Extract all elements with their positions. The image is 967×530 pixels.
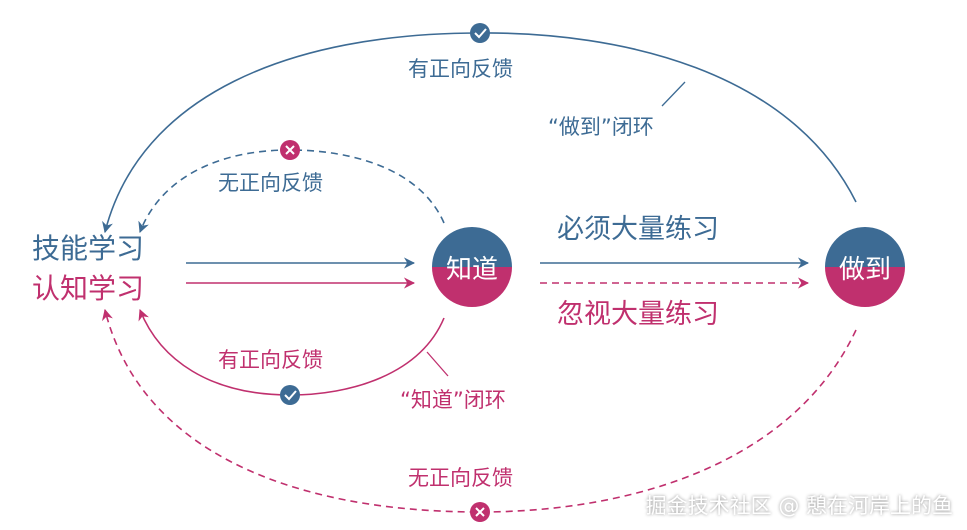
outer-top-label: 有正向反馈 [408, 57, 513, 81]
practice-label: 必须大量练习 [557, 214, 719, 245]
cross-icon [280, 140, 300, 160]
inner-top-label: 无正向反馈 [218, 171, 323, 195]
watermark: 掘金技术社区 @ 憩在河岸上的鱼 [645, 494, 953, 518]
know-node-label: 知道 [446, 255, 498, 285]
cross-icon [470, 502, 490, 522]
inner-bottom-note-pointer [426, 351, 449, 377]
know-node: 知道 [432, 227, 512, 307]
cognitive-learning-label: 认知学习 [32, 272, 144, 305]
outer-top-note: “做到”闭环 [548, 115, 654, 139]
inner-bottom-note: “知道”闭环 [400, 388, 506, 412]
outer-top-note-pointer [661, 81, 686, 107]
inner-bottom-label: 有正向反馈 [218, 348, 323, 372]
no-practice-label: 忽视大量练习 [557, 299, 719, 330]
skill-learning-label: 技能学习 [32, 232, 144, 265]
outer-bottom-loop [102, 308, 857, 513]
inner-top-loop [138, 149, 445, 234]
do-node: 做到 [825, 227, 905, 307]
check-icon [470, 23, 490, 43]
check-icon [280, 385, 300, 405]
do-node-label: 做到 [839, 255, 891, 285]
outer-bottom-label: 无正向反馈 [408, 466, 513, 490]
